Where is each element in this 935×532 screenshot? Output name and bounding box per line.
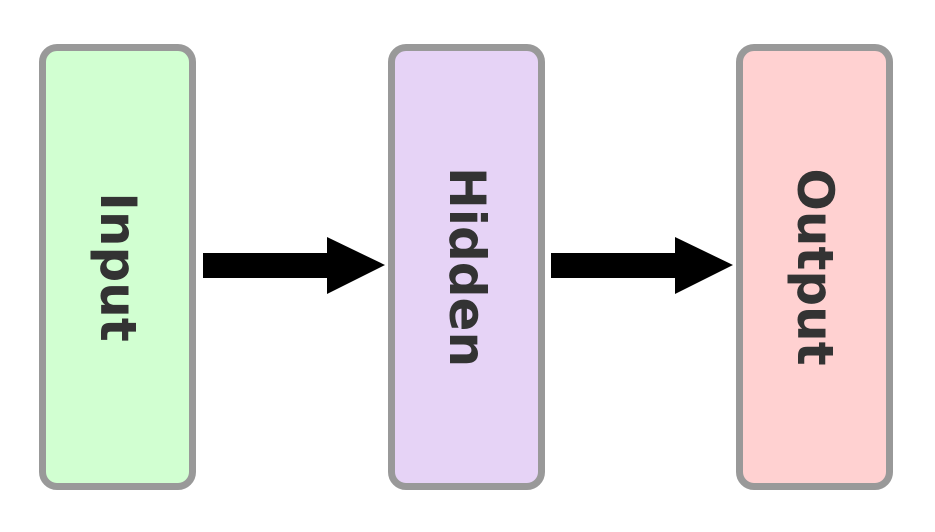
node-output: Output (736, 44, 893, 490)
node-output-label: Output (785, 168, 844, 366)
edge-hidden-output (551, 237, 733, 294)
node-input-label: Input (88, 192, 147, 342)
arrow-head (327, 237, 385, 294)
arrow-shaft (203, 253, 329, 278)
node-hidden-label: Hidden (437, 166, 496, 368)
arrow-head (675, 237, 733, 294)
edge-input-hidden (203, 237, 385, 294)
node-hidden: Hidden (388, 44, 545, 490)
node-input: Input (39, 44, 196, 490)
arrow-shaft (551, 253, 677, 278)
